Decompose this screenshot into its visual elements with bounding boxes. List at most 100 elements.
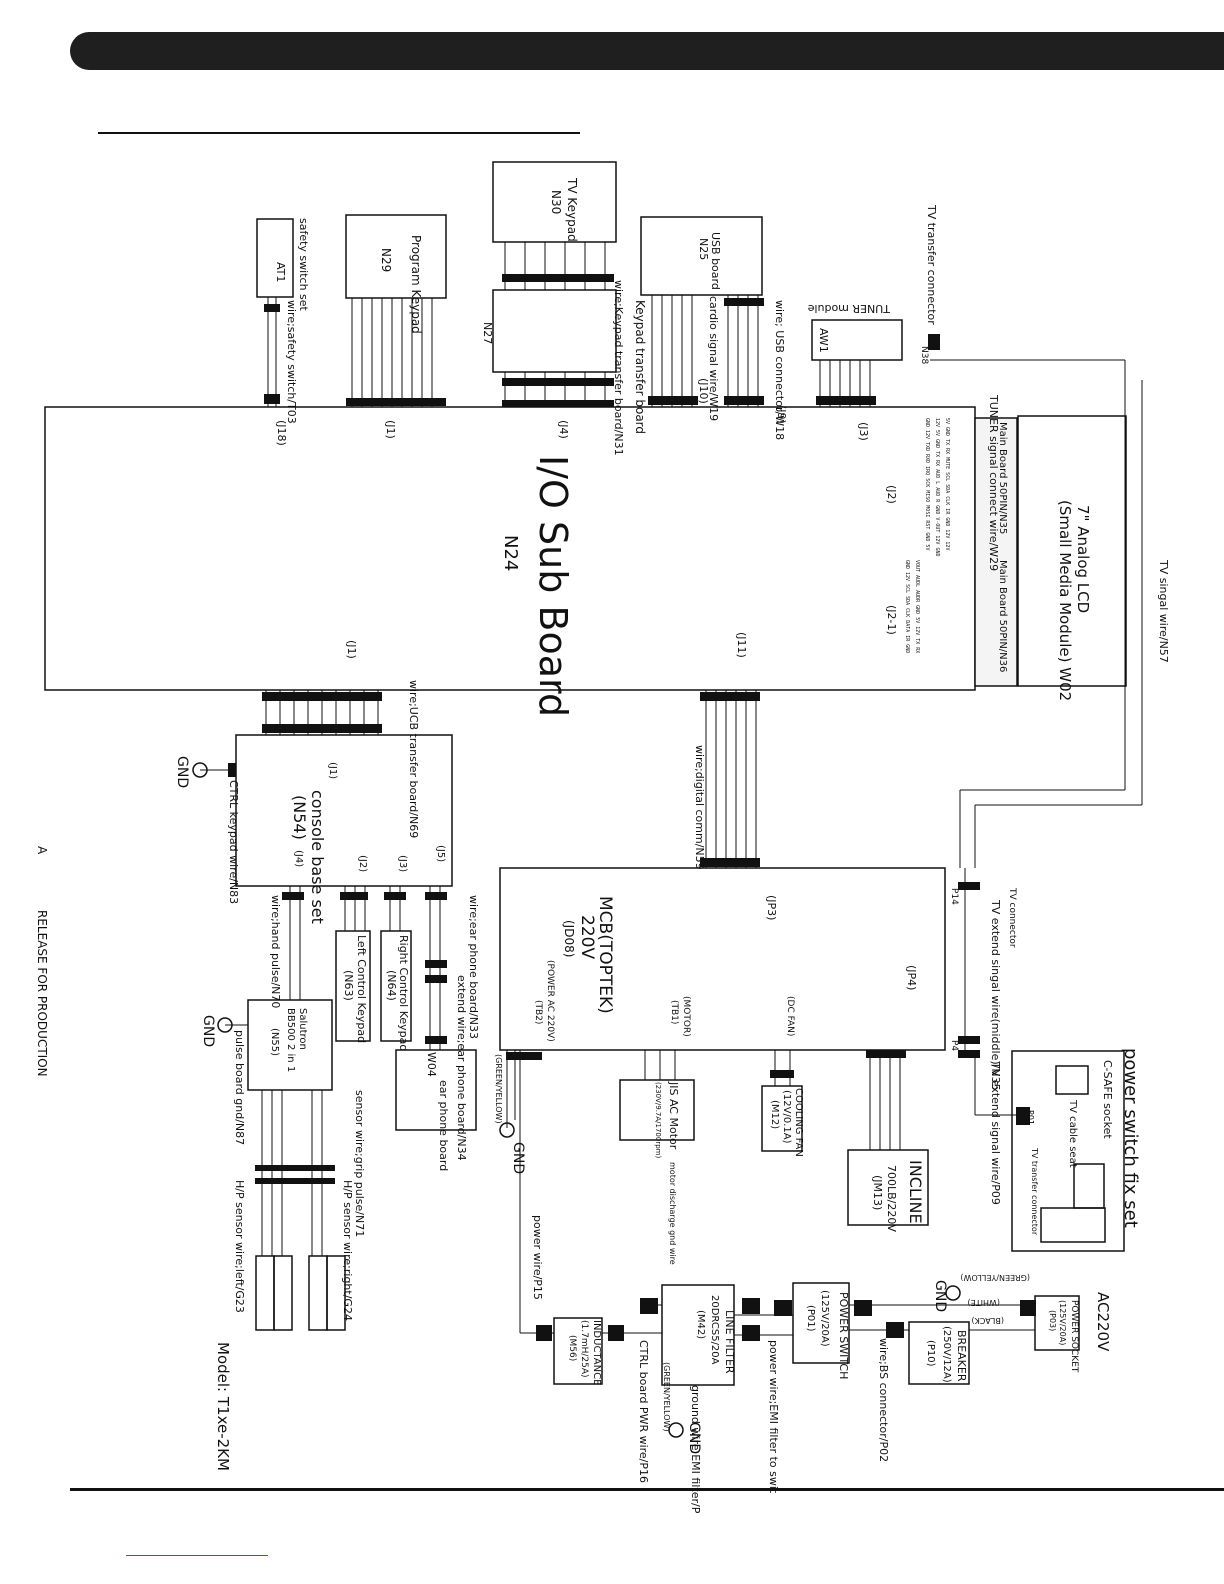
power-socket-title: POWER SOCKET (1069, 1300, 1079, 1373)
pulse-board-code: (N55) (269, 1028, 280, 1056)
wire-safety: wire;safety switch/T03 (285, 300, 298, 424)
program-keypad-title: Program Keypad (409, 235, 423, 334)
keypad-transfer-code: N27 (481, 322, 494, 344)
conn-con-j2: (J2) (357, 855, 368, 872)
tv-cable-label: TV cable seat (1067, 1099, 1078, 1168)
ear-phone-box (395, 1049, 477, 1131)
program-keypad-box (345, 214, 447, 299)
pulse-board-title: Salutron (297, 1008, 308, 1050)
conn-tb2: (TB2) (533, 1000, 543, 1024)
conn-n38: N38 (919, 346, 929, 364)
cooling-fan-detail: (12V/0.1A) (781, 1090, 792, 1144)
gnd-label-socket: GND (932, 1280, 948, 1312)
breaker-box (908, 1321, 970, 1385)
io-sub-board-title: I/O Sub Board (531, 455, 575, 717)
wire-power-p15: power wire/P15 (531, 1215, 544, 1300)
left-keypad-box (335, 930, 371, 1042)
wire-grip-pulse: sensor wire;grip pulse/N71 (353, 1090, 366, 1237)
cooling-fan-box (761, 1085, 803, 1152)
incline-title: INCLINE (906, 1160, 925, 1224)
white-wire: (WHITE) (968, 1298, 1000, 1307)
right-keypad-code: (N64) (385, 970, 398, 1001)
power-switch-code: (P01) (805, 1305, 816, 1332)
wire-hp-right: H/P sensor wire;right/G24 (341, 1180, 354, 1321)
line-filter-code: (M42) (695, 1310, 706, 1339)
tv-keypad-title: TV Keypad (565, 177, 579, 242)
console-base-title: console base set (308, 790, 327, 924)
ac-motor-title: JIS AC Motor (667, 1081, 680, 1150)
conn-con-j4: (J4) (293, 850, 304, 867)
wire-tv-transfer-connector: TV transfer connector (925, 204, 938, 325)
gnd-label-mcb: GND (510, 1142, 526, 1174)
inductance-code: (M56) (567, 1335, 577, 1361)
power-socket-detail: (125V/20A) (1058, 1300, 1067, 1345)
title-underline (98, 132, 580, 134)
svg-text:GND 12V SCL SDA CLK DATA IR GN: GND 12V SCL SDA CLK DATA IR GND (904, 560, 910, 653)
tv-transfer-label: TV transfer connector (1030, 1147, 1039, 1236)
safety-switch-box (256, 218, 294, 298)
conn-j1-bottom: (J1) (345, 640, 358, 659)
gnd-symbol-filter (668, 1422, 684, 1438)
tuner-box (811, 319, 903, 361)
wire-cardio: cardio signal wire/W19 (707, 296, 720, 421)
breaker-detail: (250V/12A) (941, 1326, 952, 1383)
black-wire: (BLACK) (971, 1316, 1004, 1325)
wire-ear-extend: extend wire;ear phone board/N34 (455, 975, 468, 1161)
conn-p14: P14 (949, 888, 959, 905)
conn-j11: (J11) (735, 632, 748, 658)
ac-motor-box (619, 1079, 695, 1141)
power-switch-box (792, 1282, 850, 1364)
conn-jp4: (JP4) (905, 965, 918, 990)
power-switch-fix-box (1011, 1050, 1125, 1252)
conn-j10: (J10) (697, 378, 710, 404)
ac220v-label: AC220V (1094, 1292, 1112, 1352)
usb-board-box (640, 216, 763, 296)
mcb-code: (JD08) (562, 920, 576, 957)
tv-keypad-code: N30 (549, 190, 563, 214)
wire-tv-extend-p09: TV extend signal wire/P09 (989, 1061, 1002, 1205)
power-switch-detail: (125V/20A) (819, 1290, 830, 1347)
incline-code: (JM13) (871, 1175, 884, 1210)
wire-keypad-transfer: wire;Keypad transfer board/N31 (612, 280, 625, 456)
wire-hp-left: H/P sensor wire;left/G23 (233, 1180, 246, 1313)
green-yellow-mcb: (GREEN/YELLOW) (494, 1054, 503, 1124)
gnd-label-filter: GND (686, 1422, 702, 1454)
conn-p4: P4 (949, 1040, 959, 1051)
tuner-name: AW1 (817, 328, 830, 353)
gnd-symbol-socket (945, 1285, 961, 1301)
svg-text:5V GND TX RX MUTE SCL SDA CLK: 5V GND TX RX MUTE SCL SDA CLK IR GND 12V… (944, 418, 950, 550)
conn-jp3: (JP3) (765, 895, 778, 920)
io-sub-board-code: N24 (500, 535, 521, 571)
power-socket-box (1034, 1295, 1080, 1351)
console-base-box (235, 734, 453, 887)
footer-rule (70, 1488, 1224, 1491)
ear-phone-code: W04 (425, 1052, 438, 1077)
tv-keypad-box (492, 161, 617, 243)
tv-cable-seat-box (1073, 1163, 1105, 1209)
lcd-main-board-a: Main Board 50PIN/N35 (997, 422, 1008, 534)
gnd-symbol-mcb (499, 1122, 515, 1138)
green-yellow-socket: (GREEN/YELLOW) (960, 1273, 1030, 1282)
svg-text:GND 12V TXD RXD IRQ SCK MISO M: GND 12V TXD RXD IRQ SCK MISO MOSI RST GN… (924, 418, 930, 550)
wire-digital-comm: wire;digital comm/N59 (693, 745, 706, 870)
usb-board-title: USB board (709, 232, 722, 290)
model-note: Model: T1xe-2KM (214, 1342, 232, 1471)
conn-tb1: (TB1) (669, 1000, 679, 1024)
svg-text:VOUT AUDL AUDR GND 5V 12V TX R: VOUT AUDL AUDR GND 5V 12V TX RX (914, 560, 920, 653)
line-filter-title: LINE FILTER (723, 1310, 736, 1374)
mcb-title: MCB(TOPTEK) (595, 896, 615, 1014)
tuner-label: TUNER module (807, 302, 891, 315)
ear-phone-title: ear phone board (437, 1080, 450, 1171)
conn-dc-fan: (DC FAN) (785, 996, 795, 1036)
power-switch-fix-title: power switch fix set (1120, 1048, 1141, 1228)
wire-power-emi: power wire;EMI filter to swit (767, 1340, 780, 1494)
safety-switch-label: safety switch set (297, 218, 310, 312)
page-link-underline[interactable] (126, 1555, 268, 1556)
conn-power-ac: (POWER AC 220V) (545, 960, 555, 1042)
keypad-transfer-title: Keypad transfer board (633, 300, 647, 434)
incline-detail: 700LB/220V (885, 1165, 898, 1232)
cooling-fan-code: (M12) (769, 1100, 780, 1129)
conn-j2-1: (J2-1) (885, 605, 898, 635)
right-keypad-box (380, 930, 412, 1042)
